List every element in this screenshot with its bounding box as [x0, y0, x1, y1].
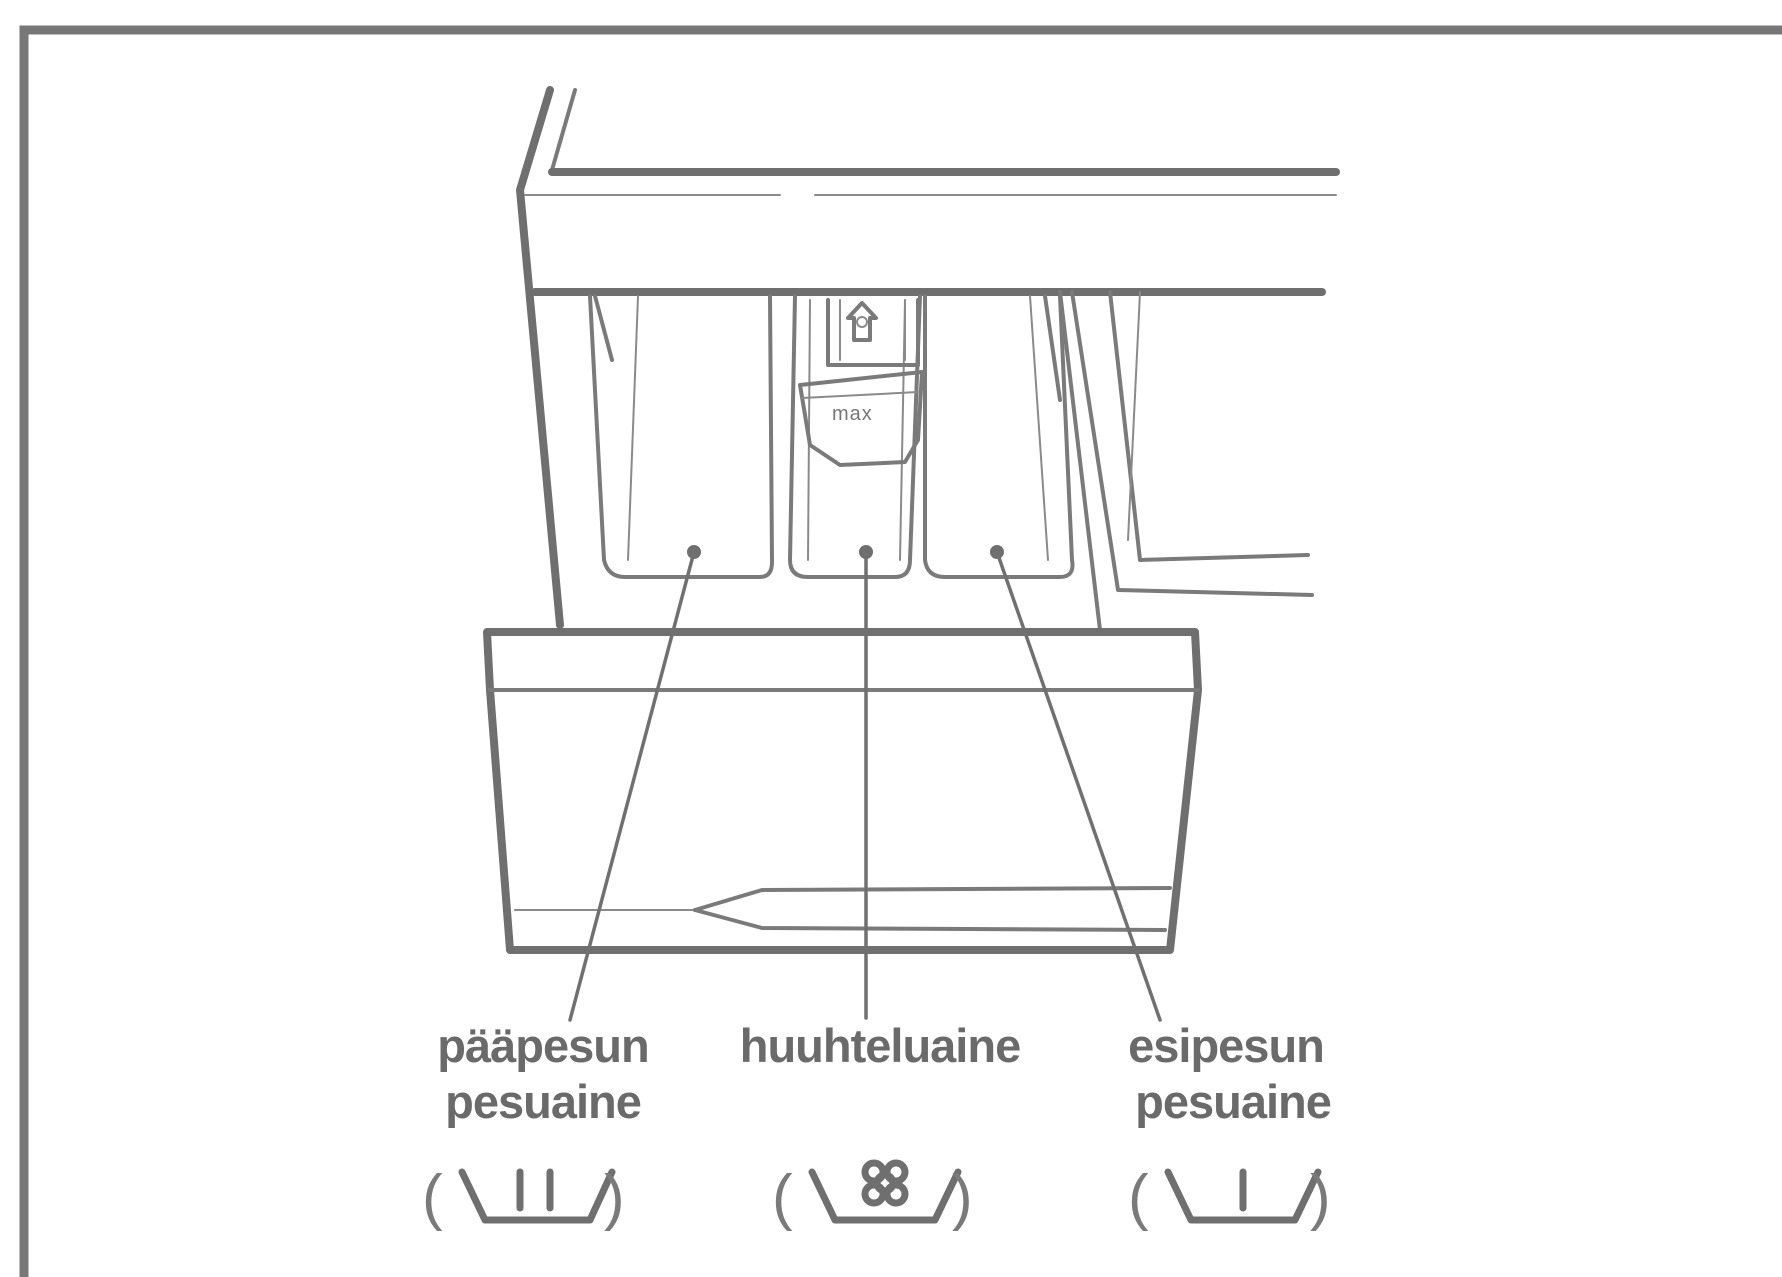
svg-text:(: (: [422, 1163, 443, 1232]
label-main-wash-line1: pääpesun: [437, 1019, 648, 1072]
label-prewash-line2: pesuaine: [1135, 1075, 1331, 1128]
svg-text:): ): [1310, 1163, 1331, 1232]
prewash-tub-icon: ( ): [1128, 1163, 1331, 1232]
svg-text:): ): [604, 1163, 625, 1232]
diagram-frame: [19, 25, 1782, 1277]
softener-flower-tub-icon: ( ): [772, 1159, 973, 1232]
drawer-front: [483, 628, 1202, 954]
max-level-label: max: [832, 403, 873, 425]
leader-main-wash: [568, 550, 696, 1022]
leader-lines: [568, 550, 1162, 1022]
main-wash-tub-icon: ( ): [422, 1163, 625, 1232]
compartment-main-wash: [588, 294, 774, 579]
compartment-softener: max: [788, 294, 924, 579]
label-softener: huuhteluaine: [740, 1019, 1020, 1072]
label-prewash-line1: esipesun: [1128, 1019, 1324, 1072]
compartment-prewash: [923, 294, 1075, 579]
label-main-wash-line2: pesuaine: [445, 1075, 641, 1128]
svg-text:(: (: [772, 1163, 793, 1232]
machine-housing: [516, 86, 1340, 632]
svg-text:): ): [952, 1163, 973, 1232]
svg-text:(: (: [1128, 1163, 1149, 1232]
leader-prewash: [995, 550, 1162, 1022]
